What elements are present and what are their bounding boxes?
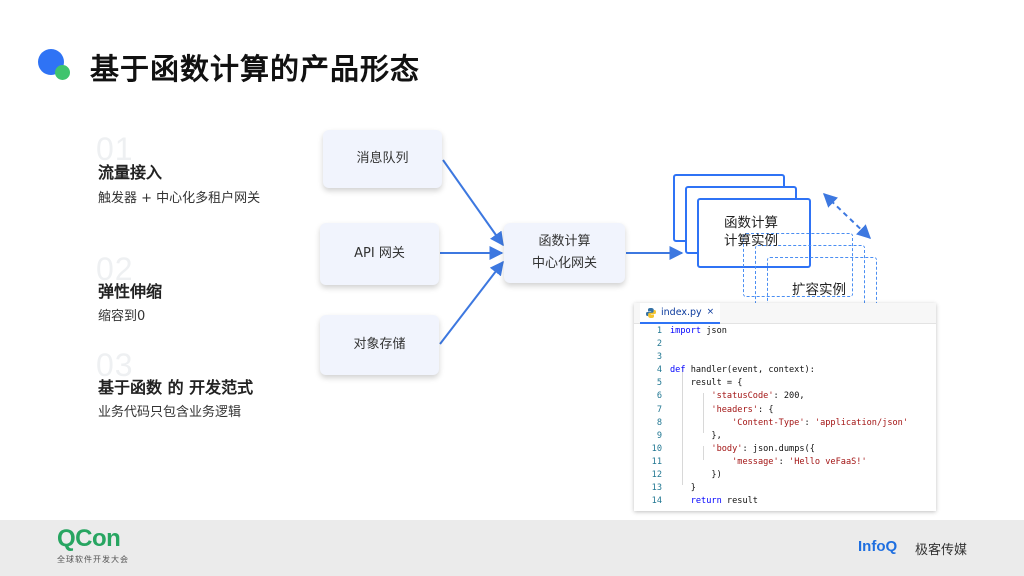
feature-description: 触发器 + 中心化多租户网关 bbox=[98, 191, 261, 206]
code-line: 7 'headers': { bbox=[634, 404, 936, 417]
gateway-label-line1: 函数计算 bbox=[538, 234, 591, 249]
gateway-label-line2: 中心化网关 bbox=[531, 256, 597, 271]
indent-guide bbox=[703, 446, 704, 460]
source-object-storage: 对象存储 bbox=[320, 315, 439, 375]
source-api-gateway: API 网关 bbox=[320, 223, 439, 285]
line-number: 6 bbox=[656, 391, 662, 402]
arrow-queue-to-gateway bbox=[442, 159, 504, 247]
code-line: 14 return result bbox=[634, 495, 936, 508]
code-text: }) bbox=[670, 470, 722, 481]
line-number: 10 bbox=[651, 443, 662, 454]
tab-filename: index.py bbox=[661, 307, 702, 318]
code-line: 11 'message': 'Hello veFaaS!' bbox=[634, 456, 936, 469]
line-number: 3 bbox=[656, 352, 662, 363]
code-line: 13 } bbox=[634, 482, 936, 495]
code-editor: index.py × 1 import json 2 3 4 def handler(ev… bbox=[634, 303, 936, 511]
code-text: def handler(event, context): bbox=[670, 365, 815, 376]
partner-name: 极客传媒 bbox=[915, 543, 968, 558]
code-line: 4 def handler(event, context): bbox=[634, 364, 936, 377]
code-line: 9 }, bbox=[634, 430, 936, 443]
arrow-storage-to-gateway bbox=[439, 260, 504, 345]
feature-number: 01 bbox=[96, 131, 134, 167]
code-text: 'statusCode': 200, bbox=[711, 391, 805, 402]
feature-heading: 基于函数 的 开发范式 bbox=[98, 378, 254, 397]
line-number: 9 bbox=[656, 430, 662, 441]
line-number: 4 bbox=[656, 365, 662, 376]
feature-description: 缩容到0 bbox=[98, 309, 146, 324]
arrow-scale bbox=[822, 193, 872, 239]
code-text: return result bbox=[690, 496, 758, 507]
scaled-instance-label: 扩容实例 bbox=[792, 282, 846, 298]
code-lines: 1 import json 2 3 4 def handler(event, contex… bbox=[634, 325, 936, 508]
code-text: result = { bbox=[670, 378, 743, 389]
code-line: 3 bbox=[634, 351, 936, 364]
scaled-instance-outline bbox=[743, 233, 853, 297]
editor-tab-bar: index.py × bbox=[634, 303, 936, 324]
code-text: import json bbox=[670, 326, 727, 336]
function-compute-gateway: 函数计算 中心化网关 bbox=[504, 223, 625, 283]
line-number: 8 bbox=[656, 417, 662, 428]
code-text: } bbox=[670, 483, 696, 494]
source-message-queue: 消息队列 bbox=[323, 130, 442, 188]
qcon-logo: QCon bbox=[57, 525, 121, 552]
code-line: 10 'body': json.dumps({ bbox=[634, 443, 936, 456]
line-number: 7 bbox=[656, 404, 662, 415]
code-line: 6 'statusCode': 200, bbox=[634, 390, 936, 403]
line-number: 1 bbox=[656, 326, 662, 336]
instance-label-line1: 函数计算 bbox=[724, 215, 778, 231]
compute-instance-front bbox=[697, 198, 811, 268]
code-line: 2 bbox=[634, 338, 936, 351]
source-label: 消息队列 bbox=[356, 151, 409, 166]
code-text: 'headers': { bbox=[711, 404, 774, 415]
line-number: 14 bbox=[651, 496, 662, 507]
footer-bar bbox=[0, 520, 1024, 576]
code-text: 'Content-Type': 'application/json' bbox=[732, 417, 909, 428]
indent-guide bbox=[703, 393, 704, 433]
indent-guide bbox=[682, 367, 683, 485]
line-number: 12 bbox=[651, 470, 662, 481]
code-text: }, bbox=[670, 430, 722, 441]
instance-label-line2: 计算实例 bbox=[724, 233, 778, 249]
feature-number: 02 bbox=[96, 251, 134, 287]
line-number: 2 bbox=[656, 339, 662, 350]
qcon-subtitle: 全球软件开发大会 bbox=[57, 555, 129, 564]
feature-heading: 流量接入 bbox=[98, 163, 163, 182]
code-text: 'body': json.dumps({ bbox=[711, 443, 815, 454]
line-number: 11 bbox=[651, 456, 662, 467]
feature-number: 03 bbox=[96, 347, 134, 383]
feature-heading: 弹性伸缩 bbox=[98, 282, 163, 301]
feature-description: 业务代码只包含业务逻辑 bbox=[98, 405, 242, 420]
code-line: 1 import json bbox=[634, 325, 936, 338]
page-title: 基于函数计算的产品形态 bbox=[90, 52, 421, 86]
code-line: 5 result = { bbox=[634, 377, 936, 390]
code-text: 'message': 'Hello veFaaS!' bbox=[732, 456, 867, 467]
python-file-icon bbox=[646, 307, 656, 318]
title-bullet-accent-icon bbox=[55, 65, 70, 80]
source-label: API 网关 bbox=[354, 246, 405, 261]
close-icon[interactable]: × bbox=[706, 307, 715, 317]
code-line: 8 'Content-Type': 'application/json' bbox=[634, 417, 936, 430]
code-line: 12 }) bbox=[634, 469, 936, 482]
source-label: 对象存储 bbox=[353, 337, 406, 352]
infoq-logo: InfoQ bbox=[858, 538, 898, 555]
line-number: 5 bbox=[656, 378, 662, 389]
editor-tab[interactable]: index.py × bbox=[640, 303, 721, 324]
line-number: 13 bbox=[651, 483, 662, 494]
